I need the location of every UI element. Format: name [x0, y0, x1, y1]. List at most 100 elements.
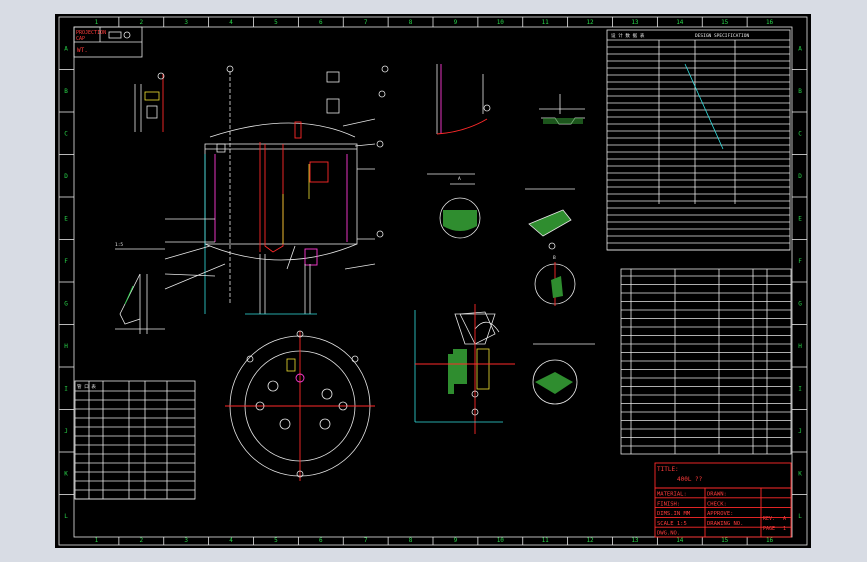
zone-column-label: 15	[721, 19, 729, 26]
manway-clamp-detail	[414, 304, 515, 434]
title-block: TITLE: 400L ?? MATERIAL:DRAWN:FINISH:CHE…	[654, 462, 792, 538]
zone-row-label: I	[798, 385, 802, 392]
vessel-elevation	[204, 71, 358, 315]
zone-column-label: 1	[95, 19, 99, 26]
title-row-left: MATERIAL:	[657, 492, 687, 498]
detail-a-label: A	[458, 176, 461, 182]
zone-column-label: 14	[676, 537, 684, 544]
parts-list-table	[620, 268, 792, 455]
zone-column-label: 5	[274, 19, 278, 26]
flange-detail-2	[525, 188, 575, 250]
zone-column-label: 14	[676, 19, 684, 26]
title-row-right: APPROVE:	[707, 511, 734, 517]
zone-column-label: 2	[140, 537, 144, 544]
zone-column-label: 7	[364, 537, 368, 544]
flange-detail-1	[539, 94, 585, 125]
zone-column-label: 8	[409, 537, 413, 544]
zone-column-label: 2	[140, 19, 144, 26]
detail-b-label: B	[553, 255, 556, 261]
zone-column-label: 1	[95, 537, 99, 544]
zone-row-label: L	[64, 513, 68, 520]
zone-column-label: 12	[586, 537, 594, 544]
zone-row-label: K	[64, 470, 68, 477]
zone-column-label: 8	[409, 19, 413, 26]
zone-row-label: D	[798, 173, 802, 180]
zone-row-label: G	[64, 300, 68, 307]
zone-column-label: 10	[497, 537, 505, 544]
title-row-left: DIMS.IN MM	[657, 511, 691, 517]
zone-row-label: E	[798, 215, 802, 222]
rev-value: A	[783, 516, 786, 522]
title-row-right: DRAWN:	[707, 492, 727, 498]
page-label: PAGE	[763, 526, 775, 532]
spec-table-rows	[607, 39, 790, 251]
zone-column-label: 11	[542, 537, 550, 544]
bracket-scale: 1:5	[115, 242, 123, 248]
shell-edge-detail	[427, 64, 491, 175]
zone-row-label: B	[64, 88, 68, 95]
zone-column-label: 16	[766, 537, 774, 544]
zone-row-label: F	[798, 258, 802, 265]
zone-row-label: H	[64, 343, 68, 350]
zone-column-label: 15	[721, 537, 729, 544]
zone-column-label: 6	[319, 537, 323, 544]
bracket-view-left: 1:5	[115, 242, 165, 334]
zone-row-label: J	[64, 428, 68, 435]
nozzle-table-title: 管 口 表	[77, 383, 96, 390]
zone-column-label: 13	[631, 19, 639, 26]
zone-column-label: 5	[274, 537, 278, 544]
zone-column-label: 3	[184, 19, 188, 26]
stamp-line1: PROJECTION	[76, 30, 106, 36]
spec-title-en: DESIGN SPECIFICATION	[695, 33, 749, 39]
zone-row-label: A	[64, 45, 68, 52]
zone-row-label: D	[64, 173, 68, 180]
zone-column-label: 3	[184, 537, 188, 544]
detail-circle-a: A	[439, 176, 481, 239]
stamp-line2: CAP	[76, 36, 85, 42]
detail-circle-c	[532, 343, 595, 405]
design-spec-table: 设 计 数 据 表 DESIGN SPECIFICATION	[606, 29, 791, 251]
zone-column-label: 12	[586, 19, 594, 26]
stamp-weight: WT.	[77, 47, 88, 54]
zone-row-label: C	[64, 130, 68, 137]
zone-column-label: 4	[229, 19, 233, 26]
zone-row-label: B	[798, 88, 802, 95]
detail-circle-b: B	[534, 255, 576, 306]
nozzle-sketch-upper	[134, 72, 165, 132]
title-row-left: FINISH:	[657, 501, 680, 507]
zone-row-label: H	[798, 343, 802, 350]
zone-column-label: 11	[542, 19, 550, 26]
zone-column-label: 16	[766, 19, 774, 26]
nozzle-table: 管 口 表	[74, 380, 196, 500]
projection-stamp: PROJECTION CAP WT.	[73, 26, 143, 58]
page-value: 1	[783, 526, 786, 532]
rev-label: REV.	[763, 516, 775, 522]
zone-row-label: E	[64, 215, 68, 222]
zone-column-label: 4	[229, 537, 233, 544]
title-label: TITLE:	[657, 466, 679, 473]
zone-row-label: L	[798, 513, 802, 520]
zone-column-label: 13	[631, 537, 639, 544]
zone-column-label: 10	[497, 19, 505, 26]
zone-row-label: A	[798, 45, 802, 52]
title-row-left: SCALE 1:5	[657, 521, 687, 527]
zone-column-label: 9	[454, 19, 458, 26]
zone-column-label: 7	[364, 19, 368, 26]
leader-lines	[164, 65, 389, 290]
zone-row-label: F	[64, 258, 68, 265]
title-value: 400L ??	[677, 476, 703, 483]
zone-column-label: 6	[319, 19, 323, 26]
title-row-left: DWG.NO.	[657, 531, 680, 537]
vessel-plan-view	[225, 330, 375, 481]
zone-column-label: 9	[454, 537, 458, 544]
parts-list-rows	[621, 275, 791, 447]
nozzle-table-rows	[75, 390, 195, 500]
zone-row-label: J	[798, 428, 802, 435]
